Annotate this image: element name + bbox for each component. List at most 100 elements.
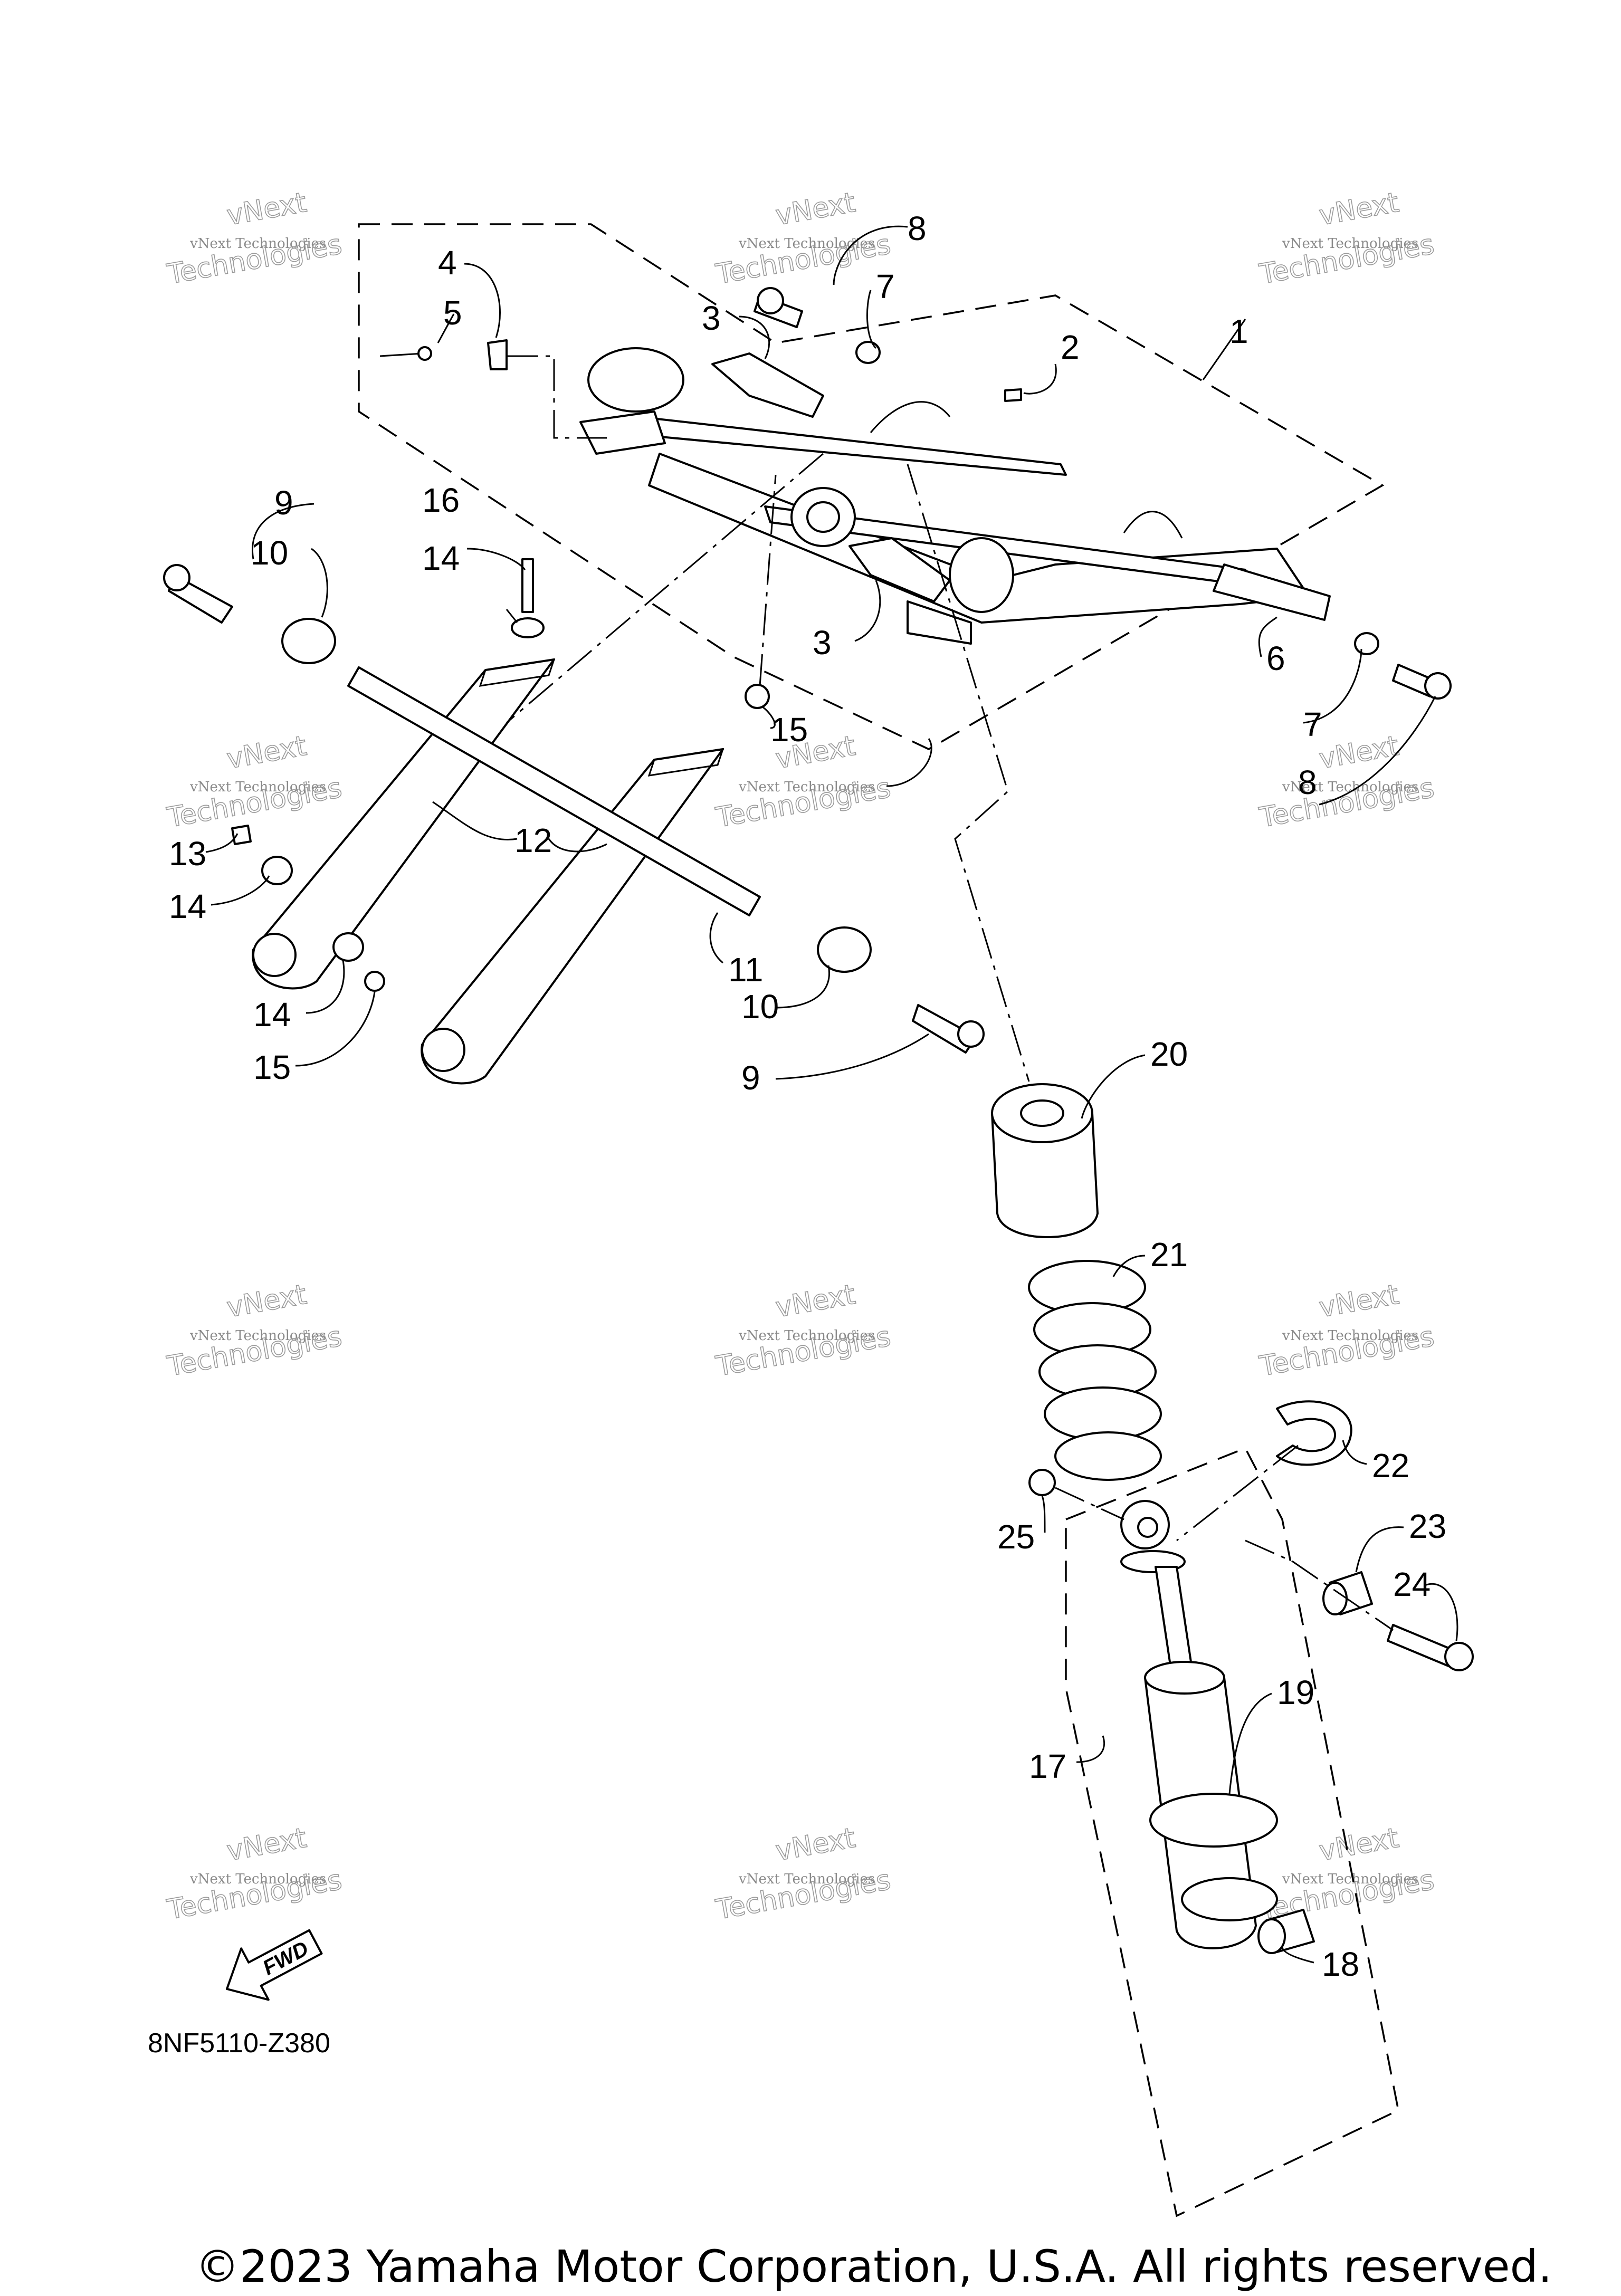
bolt-16	[521, 558, 534, 613]
callout-25: 25	[997, 1518, 1035, 1556]
callout-20: 20	[1150, 1035, 1188, 1073]
swing-arm	[579, 347, 1331, 645]
watermark: vNext Technologies Technologies vNext	[164, 730, 345, 834]
pivot-boss-right	[949, 537, 1014, 613]
shock-upper-eye-hole	[1137, 1517, 1158, 1538]
watermark-small: vNext Technologies	[189, 1871, 326, 1887]
callout-4: 4	[438, 244, 457, 282]
fwd-arrow: FWD	[226, 1929, 323, 2001]
callout-14-lower: 14	[253, 996, 291, 1034]
callout-18: 18	[1322, 1945, 1359, 1983]
shock-adjuster	[1149, 1793, 1278, 1848]
watermark-top: vNext	[1317, 1822, 1401, 1867]
watermark: vNext Technologies Technologies vNext	[713, 186, 893, 291]
pivot-bracket-left	[579, 410, 666, 455]
callout-11: 11	[728, 951, 763, 989]
callout-10-lower: 10	[741, 988, 779, 1026]
callout-5: 5	[443, 294, 462, 332]
shaft	[347, 666, 761, 916]
watermark-small: vNext Technologies	[1282, 1871, 1418, 1887]
washer-14-lower	[332, 932, 364, 962]
callout-6: 6	[1266, 639, 1285, 677]
watermark: vNext Technologies Technologies vNext	[1256, 730, 1437, 834]
watermark-top: vNext	[224, 1279, 309, 1324]
bolt-top-head	[757, 287, 784, 314]
callout-2: 2	[1061, 328, 1080, 366]
reference-line-pin	[507, 355, 607, 439]
guard-upper	[711, 352, 824, 418]
watermark-top: vNext	[1317, 1279, 1401, 1324]
callout-7-lower: 7	[1303, 705, 1322, 743]
fwd-arrow-icon	[226, 1929, 323, 2001]
bolt-right-head	[1424, 672, 1452, 700]
callout-23: 23	[1409, 1507, 1446, 1545]
shock-rod	[1155, 1566, 1194, 1673]
callout-3-lower: 3	[813, 624, 832, 662]
bump-stopper-hole	[1020, 1099, 1064, 1127]
callout-15-upper: 15	[770, 711, 808, 749]
bolt-24-head	[1444, 1642, 1474, 1671]
nut-25	[1028, 1469, 1056, 1496]
watermark: vNext Technologies Technologies vNext	[164, 1278, 345, 1383]
reference-line-seat	[1176, 1444, 1299, 1542]
callout-7-upper: 7	[876, 267, 895, 305]
watermark-small: vNext Technologies	[189, 779, 326, 795]
reference-line-bolt24	[1245, 1539, 1394, 1631]
relay-arm-right-plate	[647, 748, 724, 777]
watermark: vNext Technologies Technologies vNext	[164, 186, 345, 291]
watermark-small: vNext Technologies	[189, 1328, 326, 1344]
callout-19: 19	[1277, 1673, 1314, 1711]
pivot-boss-left	[587, 347, 684, 413]
callout-1: 1	[1229, 312, 1248, 350]
watermark-small: vNext Technologies	[1282, 1328, 1418, 1344]
callout-8-upper: 8	[908, 209, 927, 247]
nut-upper	[745, 684, 770, 709]
swing-arm-tube-upper	[637, 416, 1067, 476]
watermark-top: vNext	[1317, 187, 1401, 232]
spring	[1028, 1260, 1162, 1481]
callout-9-upper: 9	[274, 484, 293, 522]
copyright: ©2023 Yamaha Motor Corporation, U.S.A. A…	[195, 2241, 1552, 2292]
watermark: vNext Technologies Technologies vNext	[164, 1822, 345, 1926]
swing-arm-pipe-top	[870, 401, 951, 433]
callout-12: 12	[514, 821, 552, 859]
watermark: vNext Technologies Technologies vNext	[1256, 1278, 1437, 1383]
cotter-pin	[379, 352, 423, 357]
washer-top	[855, 341, 881, 364]
swing-arm-pipe-right	[1123, 511, 1183, 539]
swingarm-assembly-boundary	[358, 223, 1385, 750]
watermark-small: vNext Technologies	[738, 1328, 875, 1344]
swing-arm-collar-inner	[806, 501, 840, 533]
watermark-top: vNext	[224, 187, 309, 232]
watermark-top: vNext	[224, 1822, 309, 1867]
collar-right	[817, 926, 872, 973]
leader-lines	[205, 225, 1458, 1964]
shock-lower-ring	[1181, 1877, 1278, 1921]
watermark: vNext Technologies Technologies vNext	[1256, 186, 1437, 291]
watermark-small: vNext Technologies	[189, 236, 326, 252]
shock-body-top	[1144, 1661, 1225, 1695]
callout-13: 13	[169, 835, 206, 873]
callout-22: 22	[1372, 1447, 1409, 1485]
grease-nipple	[1004, 388, 1022, 402]
reference-line-nut25	[1055, 1487, 1124, 1520]
callout-8-lower: 8	[1298, 763, 1317, 801]
washer-14-left	[261, 856, 293, 885]
callout-17: 17	[1029, 1747, 1066, 1785]
callout-9-lower: 9	[741, 1059, 760, 1097]
bushing-end	[1257, 1918, 1286, 1954]
callout-10-upper: 10	[251, 534, 288, 572]
watermark-small: vNext Technologies	[738, 779, 875, 795]
washer-right	[1354, 632, 1379, 655]
grease-nipple-13	[231, 825, 252, 845]
spring-seat	[1276, 1400, 1352, 1466]
bolt-left-head	[163, 564, 190, 591]
pivot-bracket-right	[907, 600, 972, 645]
callout-16: 16	[422, 481, 460, 519]
collar-left	[281, 618, 336, 664]
callout-3-upper: 3	[702, 299, 721, 337]
watermark-top: vNext	[773, 1822, 857, 1867]
callout-14-upper: 14	[422, 539, 460, 577]
relay-arm-right-eye	[421, 1028, 465, 1072]
